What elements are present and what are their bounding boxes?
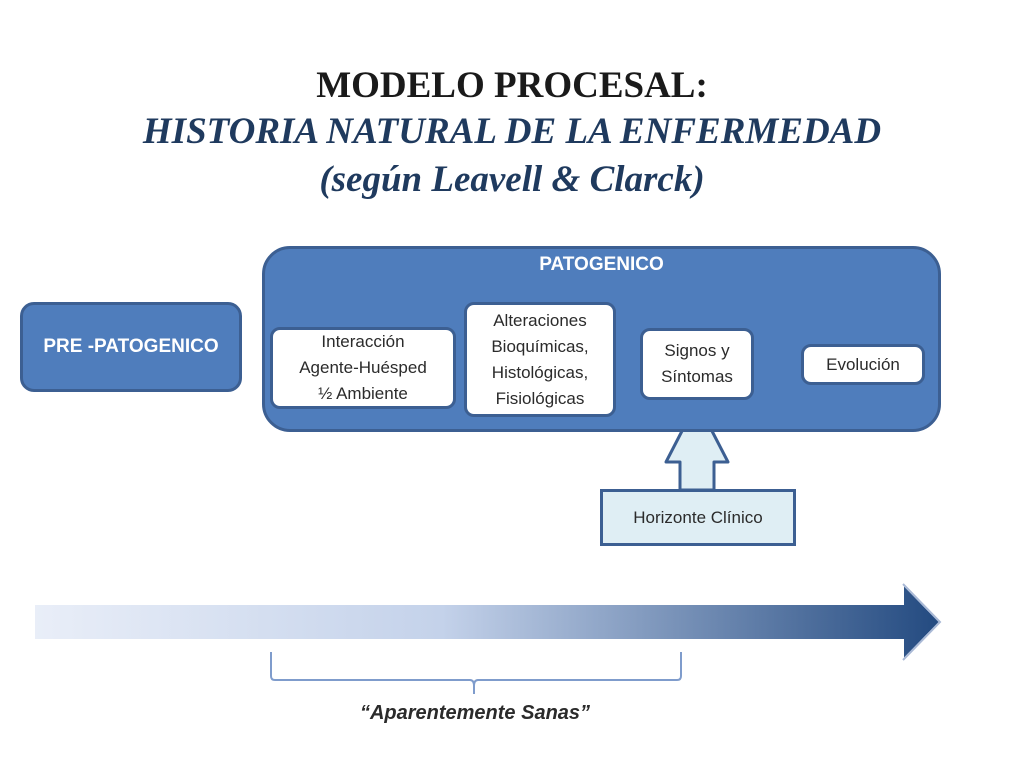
alteraciones-line-1: Alteraciones <box>493 310 587 330</box>
alteraciones-line-4: Fisiológicas <box>495 388 585 408</box>
evolucion-box: Evolución <box>801 344 925 385</box>
title-line-3: (según Leavell & Clarck) <box>319 159 705 200</box>
signos-line-2: Síntomas <box>661 367 733 386</box>
signos-line-1: Signos y <box>664 341 730 360</box>
alteraciones-line-3: Histológicas, <box>491 362 589 382</box>
alteraciones-line-2: Bioquímicas, <box>491 336 589 356</box>
interaccion-line-3: ½ Ambiente <box>318 384 408 403</box>
brace <box>270 652 682 694</box>
interaccion-line-2: Agente-Huésped <box>299 358 427 377</box>
interaccion-box: Interacción Agente-Huésped ½ Ambiente <box>270 327 456 409</box>
timeline-arrow <box>33 581 942 663</box>
alteraciones-box: Alteraciones Bioquímicas, Histológicas, … <box>464 302 616 417</box>
aparentemente-sanas-label: “Aparentemente Sanas” <box>359 702 591 724</box>
patogenico-label: PATOGENICO <box>539 254 664 275</box>
interaccion-line-1: Interacción <box>321 332 405 351</box>
evolucion-line-1: Evolución <box>826 354 900 374</box>
horizonte-clinico-box: Horizonte Clínico <box>600 489 796 546</box>
signos-box: Signos y Síntomas <box>640 328 754 400</box>
pre-patogenico-box: PRE -PATOGENICO <box>20 302 242 392</box>
timeline-arrow-head-outline <box>902 583 942 661</box>
title-line-2: HISTORIA NATURAL DE LA ENFERMEDAD <box>142 111 882 152</box>
title-line-1: MODELO PROCESAL: <box>316 65 708 106</box>
